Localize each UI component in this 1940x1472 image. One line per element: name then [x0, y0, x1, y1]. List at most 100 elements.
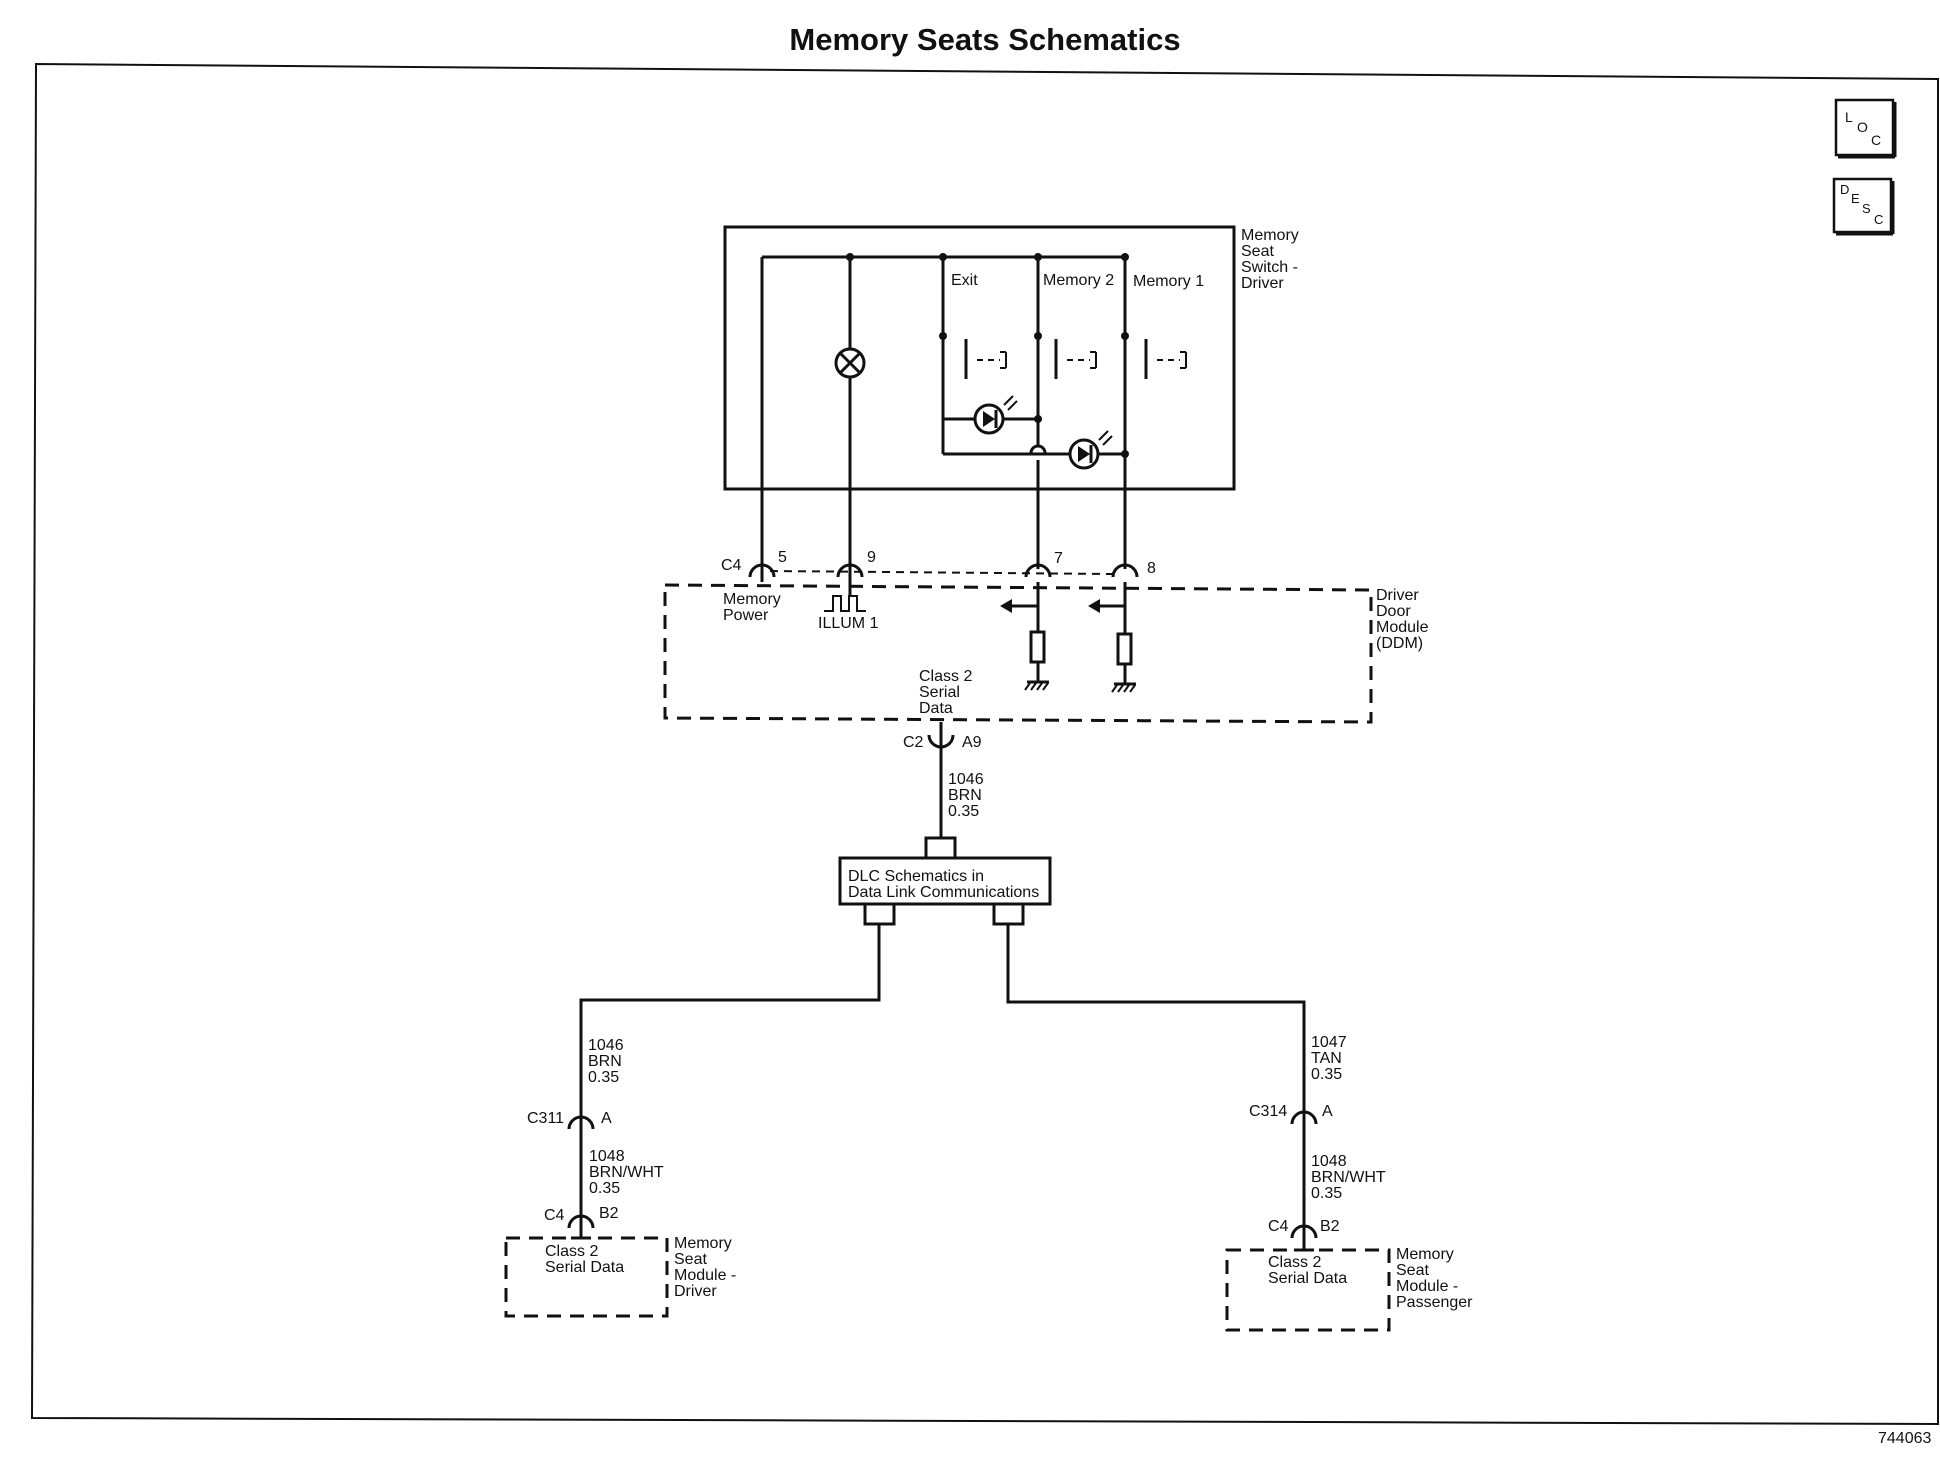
desc-letter-c: C	[1874, 212, 1883, 227]
dlc-box-line1: DLC Schematics in	[848, 868, 984, 885]
connector-c314	[1290, 1110, 1318, 1129]
svg-text:0.35: 0.35	[948, 803, 979, 820]
pin7-label: 7	[1054, 550, 1063, 567]
exit-switch-icon	[964, 339, 1007, 379]
svg-text:Data: Data	[919, 700, 953, 717]
input-arrow-icon-pin7	[1000, 599, 1038, 613]
driver-module-connector-label: C4	[544, 1207, 565, 1224]
led-icon-memory1	[1068, 430, 1113, 470]
desc-button[interactable]: D E S C	[1832, 177, 1895, 236]
diagram-frame	[30, 62, 1939, 1426]
pin8-label: 8	[1147, 560, 1156, 577]
exit-label: Exit	[951, 272, 978, 289]
driver-module-pin-label: B2	[599, 1205, 619, 1222]
led-icon-memory2	[973, 395, 1018, 435]
passenger-module-connector-label: C4	[1268, 1218, 1289, 1235]
desc-letter-d: D	[1840, 182, 1849, 197]
memory1-switch-icon	[1144, 339, 1187, 379]
svg-text:BRN/WHT: BRN/WHT	[1311, 1169, 1386, 1186]
ddm-class2-label: Class 2 Serial Data	[919, 668, 972, 717]
desc-letter-s: S	[1862, 201, 1871, 216]
svg-text:Driver: Driver	[1241, 275, 1284, 292]
connector-c4-pin8	[1111, 563, 1139, 578]
pin5-label: 5	[778, 549, 787, 566]
c314-label: C314	[1249, 1103, 1287, 1120]
svg-text:Memory: Memory	[1396, 1246, 1454, 1263]
loc-letter-o: O	[1857, 119, 1868, 135]
figure-id: 744063	[1878, 1430, 1932, 1447]
passenger-seat-module-box	[1225, 1248, 1391, 1332]
passenger-wire2-label: 1048 BRN/WHT 0.35	[1311, 1153, 1386, 1202]
svg-text:1047: 1047	[1311, 1034, 1347, 1051]
c311-pin-label: A	[601, 1110, 612, 1127]
ddm-name: Driver Door Module (DDM)	[1376, 587, 1429, 652]
memory2-switch-icon	[1054, 339, 1097, 379]
svg-text:(DDM): (DDM)	[1376, 635, 1423, 652]
ground-icon-pin8	[1111, 682, 1136, 693]
c2-connector-label: C2	[903, 734, 924, 751]
resistor-icon-pin7	[1029, 630, 1046, 664]
dlc-box-line2: Data Link Communications	[848, 884, 1039, 901]
passenger-module-pin-label: B2	[1320, 1218, 1340, 1235]
page-title: Memory Seats Schematics	[789, 22, 1181, 57]
svg-text:Driver: Driver	[674, 1283, 717, 1300]
memory2-label: Memory 2	[1043, 272, 1114, 289]
driver-seat-module-name: Memory Seat Module - Driver	[674, 1235, 736, 1300]
memory-power-label-2: Power	[723, 607, 769, 624]
memory-power-label: Memory	[723, 591, 781, 608]
dlc-box[interactable]	[838, 856, 1052, 906]
svg-text:1046: 1046	[948, 771, 984, 788]
svg-text:0.35: 0.35	[1311, 1066, 1342, 1083]
connector-c4-pin5	[748, 563, 776, 582]
driver-module-inner-2: Serial Data	[545, 1259, 624, 1276]
svg-text:0.35: 0.35	[588, 1069, 619, 1086]
svg-text:Door: Door	[1376, 603, 1411, 620]
driver-seat-module-box	[504, 1236, 669, 1318]
passenger-branch-wire	[1006, 924, 1306, 1112]
svg-text:TAN: TAN	[1311, 1050, 1342, 1067]
driver-module-inner-1: Class 2	[545, 1243, 598, 1260]
svg-text:Seat: Seat	[674, 1251, 707, 1268]
svg-text:Memory: Memory	[674, 1235, 732, 1252]
driver-wire2-label: 1048 BRN/WHT 0.35	[589, 1148, 664, 1197]
c311-label: C311	[527, 1110, 564, 1127]
driver-wire1-label: 1046 BRN 0.35	[588, 1037, 624, 1086]
svg-text:BRN: BRN	[588, 1053, 622, 1070]
svg-text:Seat: Seat	[1241, 243, 1274, 260]
connector-c2-a9	[927, 722, 955, 749]
connector-c311	[567, 1115, 595, 1134]
passenger-seat-module-name: Memory Seat Module - Passenger	[1396, 1246, 1473, 1311]
svg-text:Module: Module	[1376, 619, 1429, 636]
passenger-wire1-label: 1047 TAN 0.35	[1311, 1034, 1347, 1083]
lamp-icon	[834, 347, 866, 379]
switch-name: Memory Seat Switch - Driver	[1241, 227, 1299, 292]
loc-letter-l: L	[1845, 109, 1853, 125]
svg-text:1048: 1048	[1311, 1153, 1347, 1170]
svg-text:0.35: 0.35	[1311, 1185, 1342, 1202]
svg-text:Serial: Serial	[919, 684, 960, 701]
a9-pin-label: A9	[962, 734, 982, 751]
c314-pin-label: A	[1322, 1103, 1333, 1120]
input-arrow-icon-pin8	[1088, 599, 1125, 613]
svg-text:Module -: Module -	[1396, 1278, 1458, 1295]
loc-button[interactable]: L O C	[1834, 98, 1897, 159]
svg-text:1048: 1048	[589, 1148, 625, 1165]
illum-label: ILLUM 1	[818, 615, 879, 632]
connector-passenger-module-b2	[1290, 1224, 1318, 1252]
svg-text:Memory: Memory	[1241, 227, 1299, 244]
ground-icon-pin7	[1024, 680, 1049, 691]
ddm-box	[663, 583, 1373, 724]
svg-text:Switch -: Switch -	[1241, 259, 1298, 276]
svg-text:Module -: Module -	[674, 1267, 736, 1284]
pin9-label: 9	[867, 549, 876, 566]
memory1-label: Memory 1	[1133, 273, 1204, 290]
desc-letter-e: E	[1851, 191, 1860, 206]
svg-text:Passenger: Passenger	[1396, 1294, 1473, 1311]
loc-letter-c: C	[1871, 132, 1881, 148]
svg-text:BRN: BRN	[948, 787, 982, 804]
svg-text:0.35: 0.35	[589, 1180, 620, 1197]
svg-text:1046: 1046	[588, 1037, 624, 1054]
svg-text:Class 2: Class 2	[919, 668, 972, 685]
passenger-module-inner-1: Class 2	[1268, 1254, 1321, 1271]
